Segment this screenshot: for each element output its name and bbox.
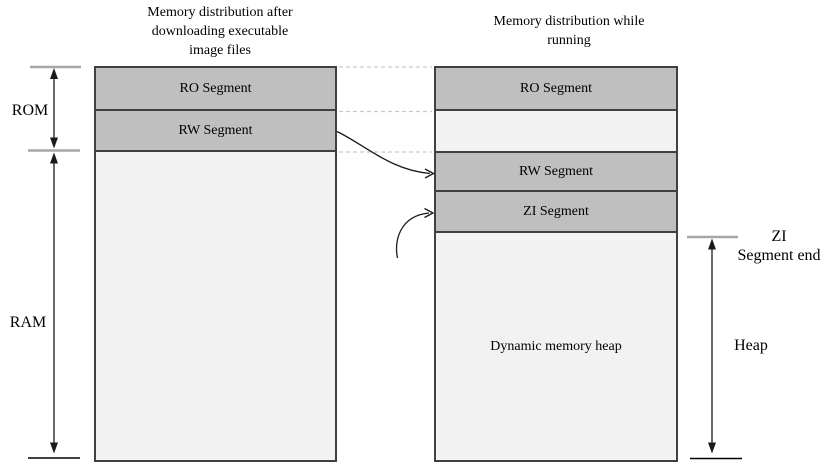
dynamic-memory-heap-label: Dynamic memory heap — [490, 338, 622, 354]
ram-label: RAM — [9, 314, 47, 331]
ram-arrowhead-up — [50, 152, 58, 164]
rom-label: ROM — [11, 102, 49, 119]
right-zi-segment: ZI Segment — [436, 192, 676, 233]
rw-relocation-arrowhead — [424, 168, 435, 179]
zi-segment-end-label: ZI Segment end — [737, 228, 821, 264]
ram-arrowhead-down — [50, 442, 58, 454]
rom-arrowhead-down — [50, 137, 58, 149]
right-ro-segment: RO Segment — [436, 68, 676, 111]
ram-extent-bracket — [28, 152, 80, 459]
right-zi-segment-label: ZI Segment — [523, 203, 589, 219]
connector-dashed-lines — [339, 66, 432, 153]
rw-relocation-arrow — [336, 130, 435, 179]
rw-relocation-curve — [336, 130, 431, 175]
zi-pointer-arrow — [395, 207, 435, 259]
right-rw-segment-label: RW Segment — [518, 163, 594, 179]
left-rw-segment: RW Segment — [96, 111, 335, 152]
right-rw-segment: RW Segment — [436, 153, 676, 192]
left-diagram-title: Memory distribution after downloading ex… — [147, 5, 293, 58]
zi-pointer-curve — [395, 212, 430, 259]
left-ram-empty-area — [96, 152, 335, 460]
right-heap-area: Dynamic memory heap — [436, 233, 676, 460]
left-memory-column: RO Segment RW Segment — [94, 66, 337, 462]
left-ro-segment: RO Segment — [96, 68, 335, 111]
right-diagram-title: Memory distribution while running — [493, 14, 645, 48]
heap-label: Heap — [734, 337, 768, 354]
heap-arrowhead-up — [708, 238, 716, 250]
right-memory-column: RO Segment RW Segment ZI Segment Dynamic… — [434, 66, 678, 462]
right-ro-segment-label: RO Segment — [520, 80, 592, 96]
rom-arrowhead-up — [50, 68, 58, 79]
zi-pointer-arrowhead — [424, 207, 435, 219]
heap-arrowhead-down — [708, 442, 716, 454]
right-empty-gap — [436, 111, 676, 153]
left-ro-segment-label: RO Segment — [179, 80, 252, 96]
left-rw-segment-label: RW Segment — [178, 122, 253, 138]
